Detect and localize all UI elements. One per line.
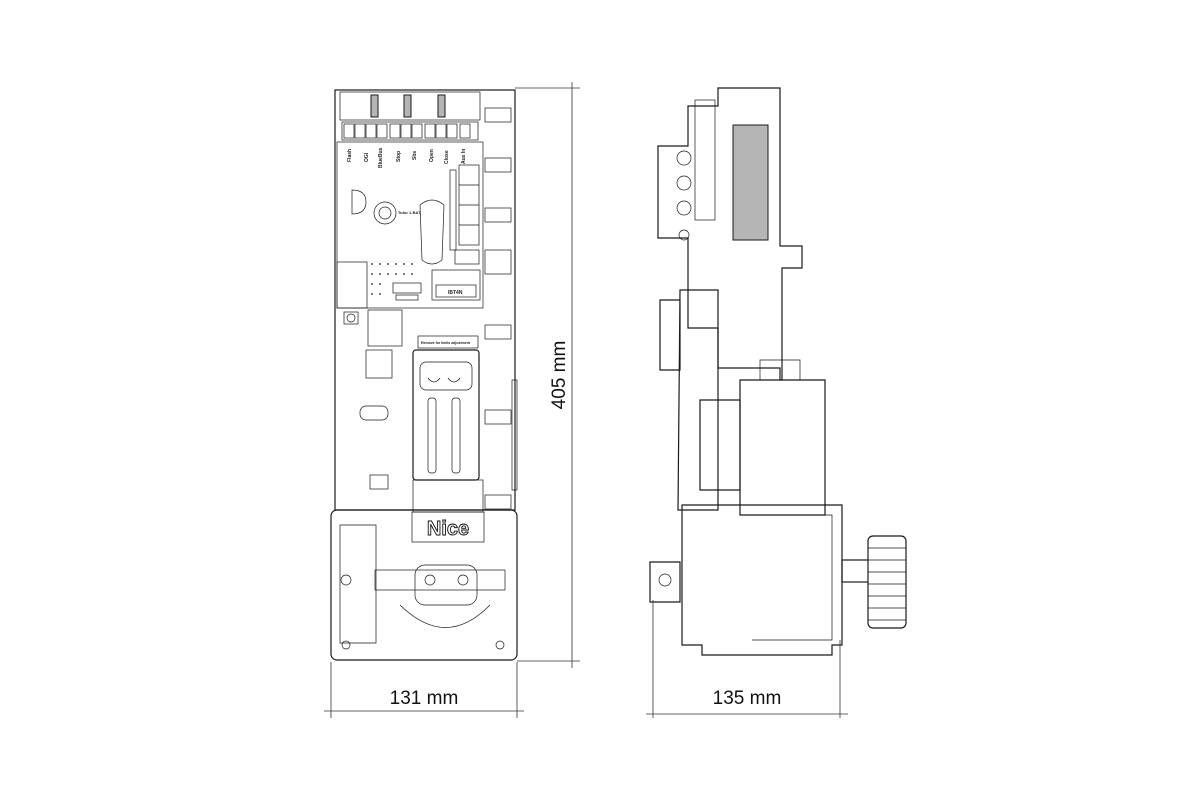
terminal-label-flash: Flash (347, 149, 353, 162)
terminal-label-stop: Stop (396, 151, 402, 162)
terminal-label-open: Open (429, 149, 435, 162)
dimension-height: 405 mm (515, 82, 580, 668)
terminal-label-aux-in: Aux In (461, 149, 467, 164)
front-width-label: 131 mm (390, 688, 459, 709)
dimension-front-width: 131 mm (324, 662, 524, 718)
side-width-label: 135 mm (713, 688, 782, 709)
vent-grid (371, 263, 413, 295)
top-connectors (339, 91, 481, 141)
battery-label: Tutor 1-BAT (398, 210, 421, 215)
terminal-label-bluebus: BlueBus (378, 148, 384, 169)
front-view: Flash OGI BlueBus Stop Sbs Open Close Au… (330, 89, 518, 661)
terminal-label-ogi: OGI (364, 152, 370, 162)
adjustment-knob (841, 535, 907, 629)
terminal-label-sbs: Sbs (412, 151, 418, 160)
module-label: IBT4N (448, 290, 463, 296)
side-view (649, 87, 907, 656)
battery-connector (373, 201, 397, 225)
release-label: Remove for limits adjustment (421, 341, 471, 345)
dimension-side-width: 135 mm (646, 600, 848, 718)
led-column (449, 164, 480, 251)
terminal-label-close: Close (444, 150, 450, 164)
height-dimension-label: 405 mm (549, 341, 570, 410)
terminal-labels: Flash OGI BlueBus Stop Sbs Open Close Au… (347, 148, 467, 169)
nice-logo: Nice (427, 518, 469, 540)
side-label-plate (732, 124, 769, 241)
side-tabs (484, 107, 518, 510)
